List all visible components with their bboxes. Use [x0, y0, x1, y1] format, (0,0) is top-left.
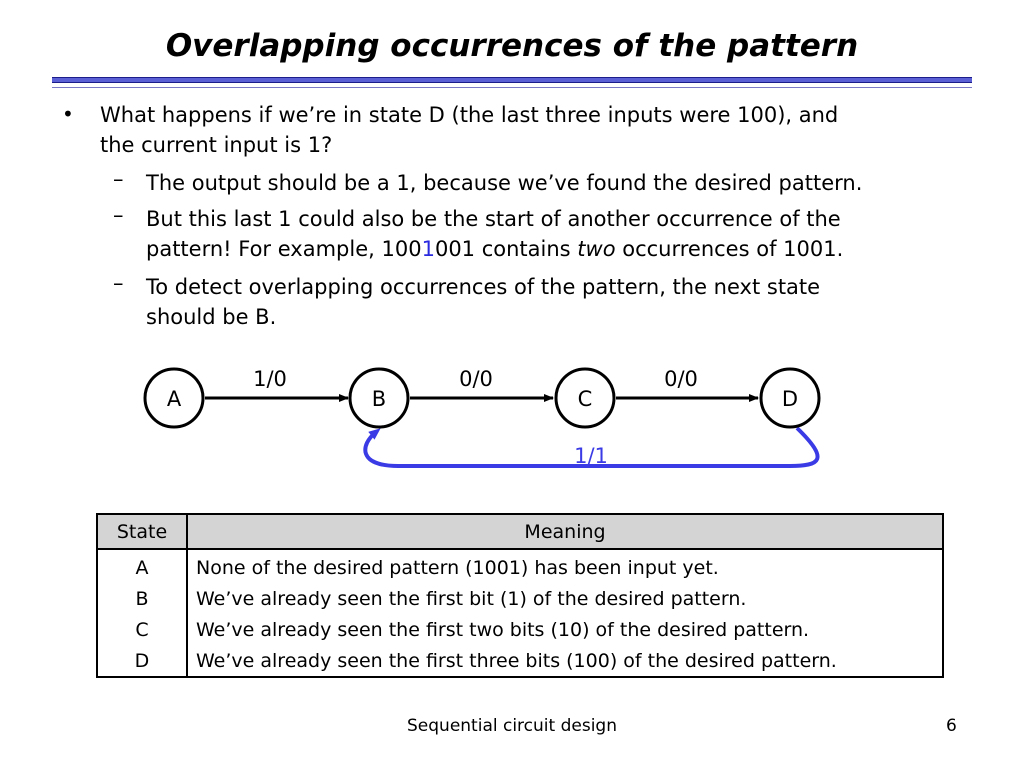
- bullet-marker: •: [62, 102, 74, 126]
- edge-d-b: [363, 426, 820, 468]
- table-row: C We’ve already seen the first two bits …: [96, 614, 943, 645]
- cell-state: B: [96, 583, 187, 614]
- example-text: pattern! For example, 100: [146, 237, 422, 261]
- state-d-label: D: [782, 387, 798, 411]
- cell-state: D: [96, 645, 187, 677]
- subbullet-2-line-2: pattern! For example, 1001001 contains t…: [146, 234, 843, 264]
- state-a-node: [143, 367, 205, 429]
- page-number: 6: [946, 716, 957, 736]
- cell-meaning: We’ve already seen the first bit (1) of …: [186, 583, 943, 614]
- cell-state: A: [96, 549, 187, 583]
- edge-d-b-label: 1/1: [574, 444, 608, 468]
- bullet-line-1: What happens if we’re in state D (the la…: [100, 103, 839, 127]
- bullet-line-2: the current input is 1?: [100, 133, 333, 157]
- state-c-node: [554, 367, 616, 429]
- subbullet-3-line-2: should be B.: [146, 305, 277, 329]
- state-meaning-table: State Meaning A None of the desired patt…: [96, 513, 944, 678]
- edge-a-b-label: 1/0: [253, 367, 287, 391]
- example-text-end: occurrences of 1001.: [615, 237, 844, 261]
- title-rule: [52, 77, 972, 83]
- slide-title: Overlapping occurrences of the pattern: [165, 28, 859, 64]
- example-text-cont: 001 contains: [434, 237, 578, 261]
- cell-meaning: We’ve already seen the first two bits (1…: [186, 614, 943, 645]
- state-d-node: [759, 367, 821, 429]
- subbullet-1-line-1: The output should be a 1, because we’ve …: [146, 171, 863, 195]
- table-row: A None of the desired pattern (1001) has…: [96, 549, 943, 583]
- subbullet-3-line-1: To detect overlapping occurrences of the…: [146, 275, 821, 299]
- state-a-label: A: [167, 387, 182, 411]
- edge-c-d-label: 0/0: [664, 367, 698, 391]
- subbullet-2-line-1: But this last 1 could also be the start …: [146, 207, 841, 231]
- cell-state: C: [96, 614, 187, 645]
- subbullet-marker: –: [113, 271, 124, 295]
- emphasis-two: two: [577, 237, 616, 261]
- table-header-row: State Meaning: [96, 513, 944, 550]
- state-b-node: [348, 367, 410, 429]
- state-diagram: A B C D 1/0 0/0 0/0 1/1: [143, 367, 821, 468]
- header-state: State: [96, 513, 188, 550]
- cell-meaning: We’ve already seen the first three bits …: [186, 645, 943, 677]
- table-row: B We’ve already seen the first bit (1) o…: [96, 583, 943, 614]
- highlighted-bit: 1: [421, 237, 435, 261]
- table-row: D We’ve already seen the first three bit…: [96, 645, 943, 677]
- cell-meaning: None of the desired pattern (1001) has b…: [186, 549, 943, 583]
- edge-b-c-label: 0/0: [459, 367, 493, 391]
- header-meaning: Meaning: [186, 513, 944, 550]
- title-rule-thin: [52, 87, 972, 88]
- state-b-label: B: [372, 387, 386, 411]
- slide-footer: Sequential circuit design: [407, 716, 617, 736]
- subbullet-marker: –: [113, 167, 124, 191]
- state-c-label: C: [578, 387, 593, 411]
- subbullet-marker: –: [113, 203, 124, 227]
